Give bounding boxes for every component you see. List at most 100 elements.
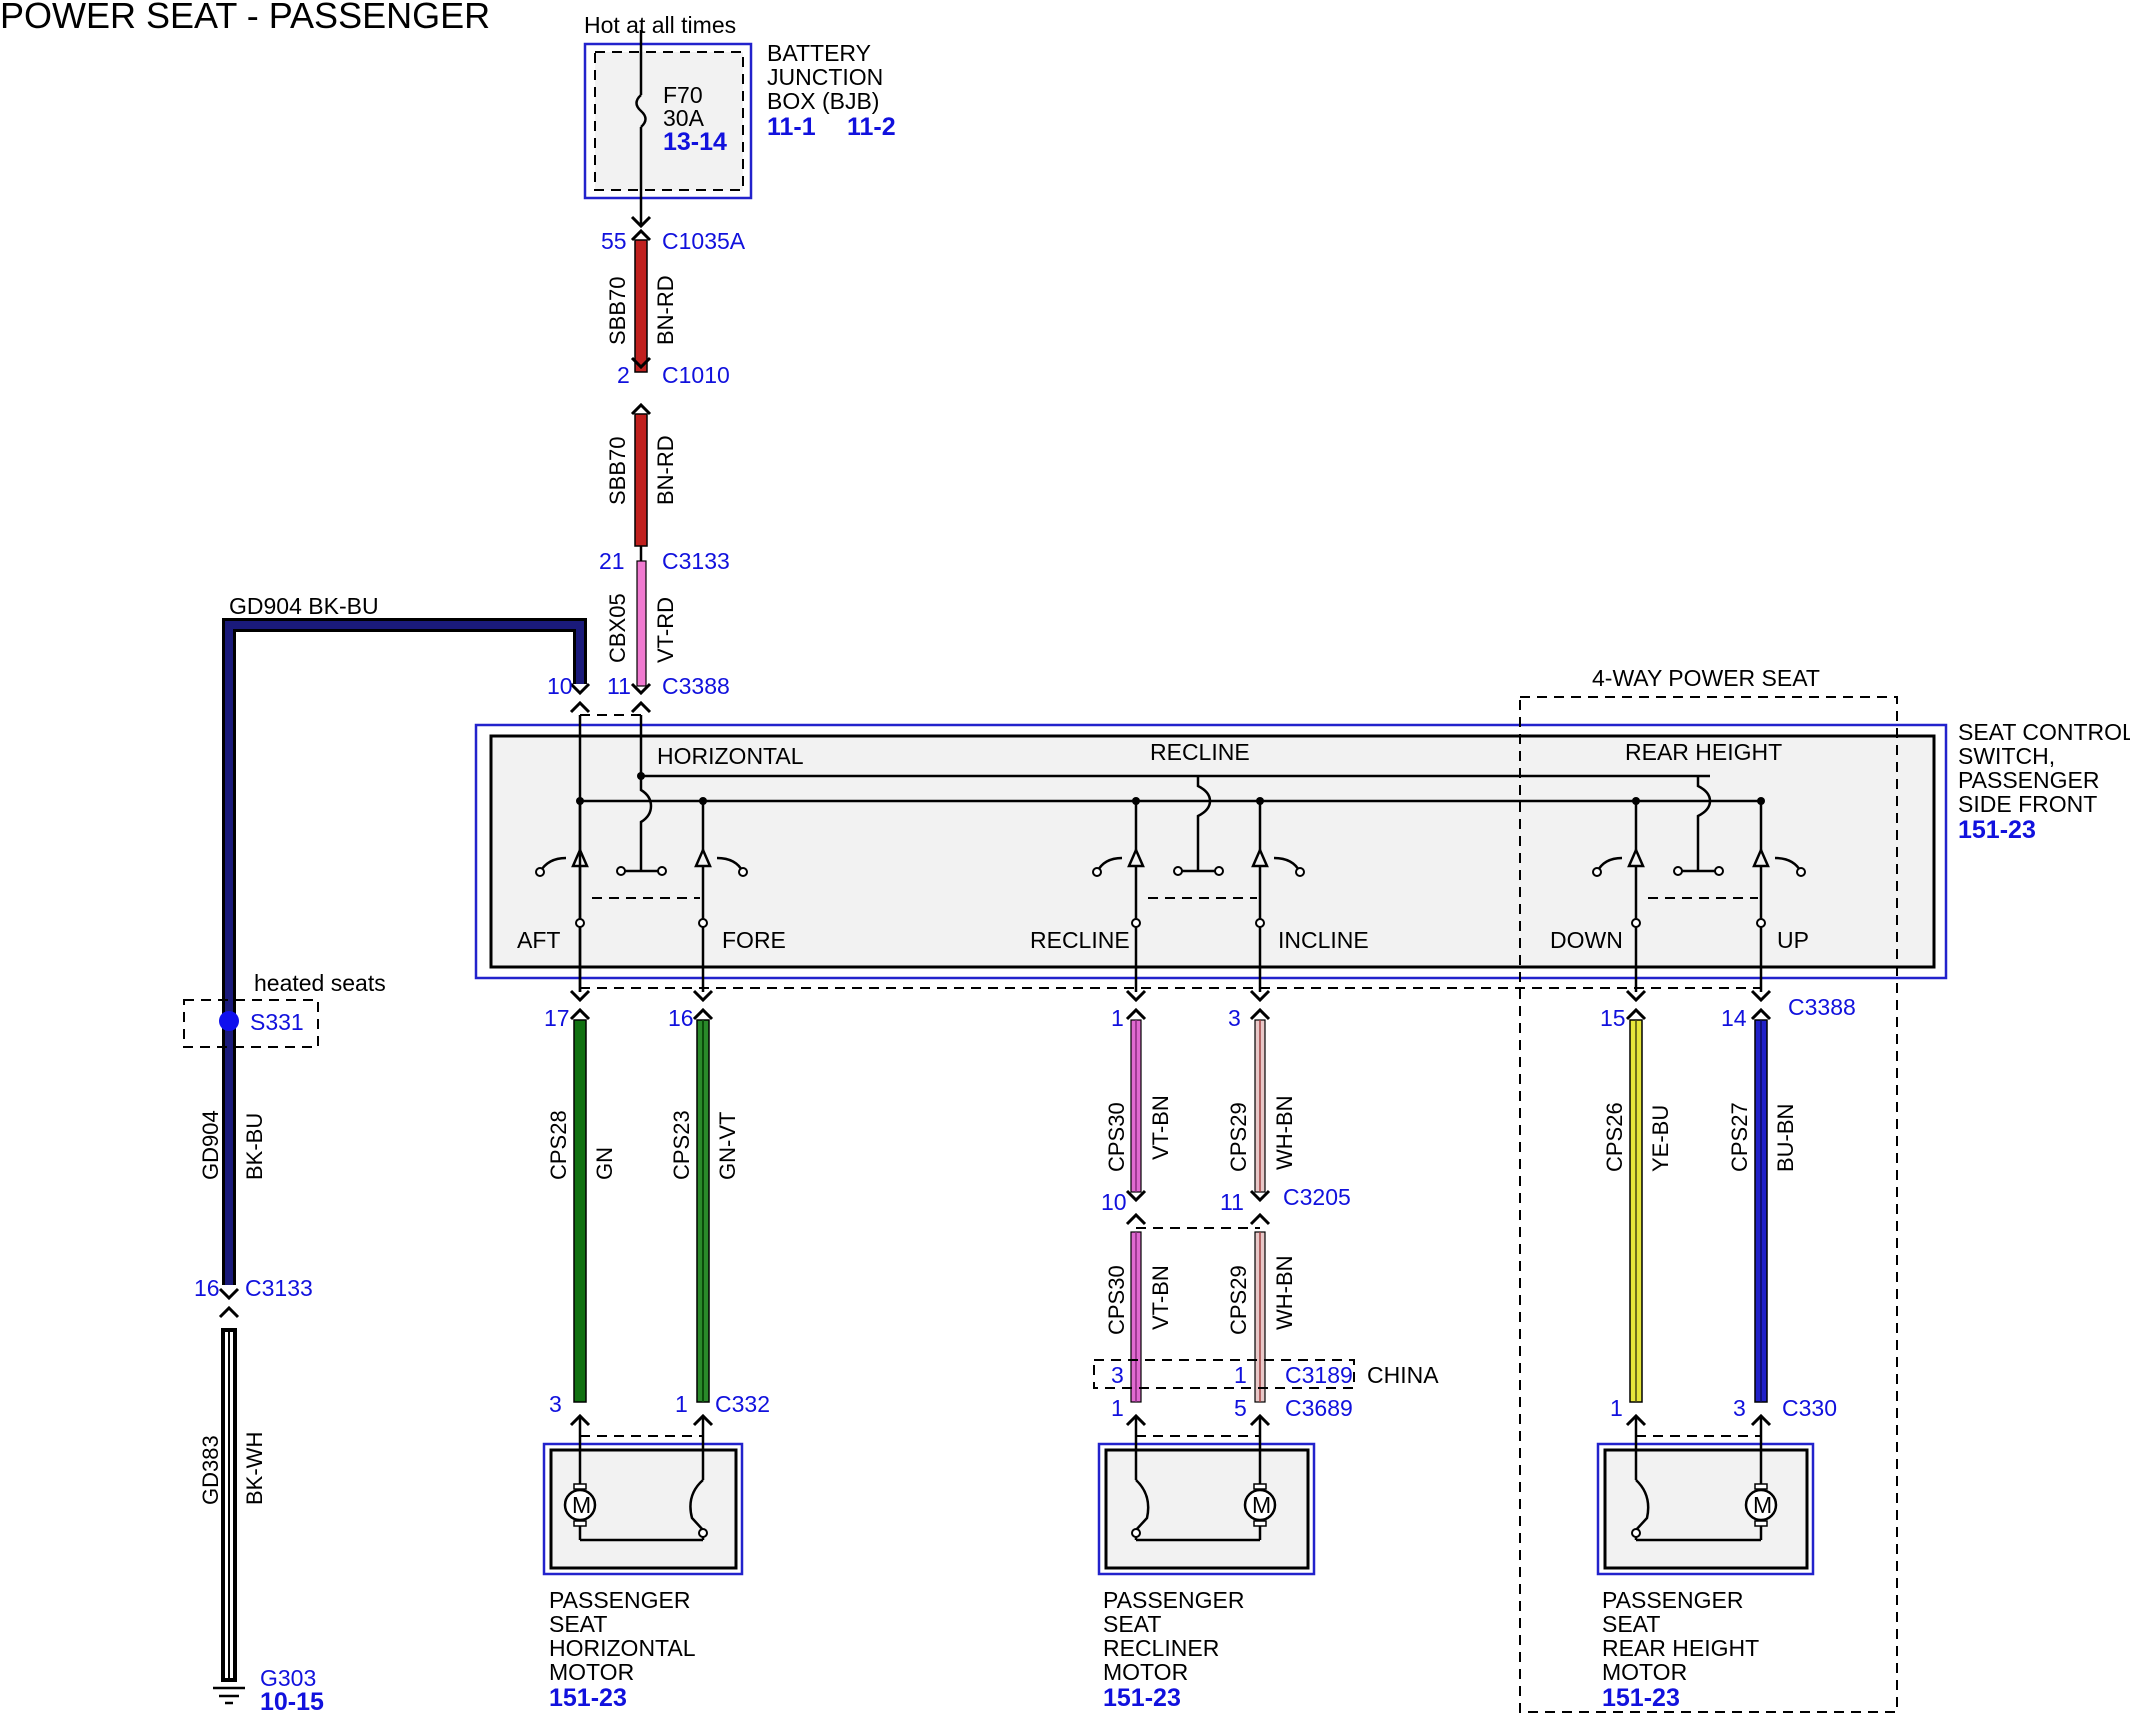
ground-name: G303: [260, 1665, 316, 1691]
horizontal-motor-outline: [542, 1442, 744, 1576]
c3689-name: C3689: [1285, 1395, 1353, 1421]
c1035a-name: C1035A: [662, 228, 746, 254]
wire-gd904-top-label: GD904 BK-BU: [229, 593, 379, 619]
wire-sbb70-a-color: BN-RD: [653, 275, 678, 345]
switch-up-label: UP: [1777, 927, 1809, 953]
wire-gd904-v-color: BK-BU: [242, 1113, 267, 1180]
c3205-pin10: 10: [1101, 1189, 1127, 1215]
wire-gd383-circuit: GD383: [198, 1435, 223, 1505]
recliner-motor-outline: [1097, 1442, 1316, 1576]
rear-height-motor-l3: REAR HEIGHT: [1602, 1635, 1759, 1661]
c1035a-pin: 55: [601, 228, 627, 254]
wire-cps26-color: YE-BU: [1648, 1105, 1673, 1172]
wire-gd904-v-circuit: GD904: [198, 1110, 223, 1180]
wire-cps30-b-color: VT-BN: [1148, 1265, 1173, 1330]
power-note: Hot at all times: [584, 12, 736, 38]
c3133-left-name: C3133: [245, 1275, 313, 1301]
c3205-name: C3205: [1283, 1184, 1351, 1210]
c3388-top-name: C3388: [662, 673, 730, 699]
horizontal-motor-ref: 151-23: [549, 1684, 627, 1712]
switch-label-4: SIDE FRONT: [1958, 791, 2097, 817]
horizontal-motor-l4: MOTOR: [549, 1659, 634, 1685]
wire-cps26-circuit: CPS26: [1602, 1102, 1627, 1172]
switch-label-1: SEAT CONTROL: [1958, 719, 2130, 745]
china-label: CHINA: [1367, 1362, 1439, 1388]
wire-sbb70-b-color: BN-RD: [653, 435, 678, 505]
four-way-region: [1519, 696, 1898, 1713]
wire-cps30-a-color: VT-BN: [1148, 1095, 1173, 1160]
wire-cps23-circuit: CPS23: [669, 1110, 694, 1180]
c330-name: C330: [1782, 1395, 1837, 1421]
switch-incline-label: INCLINE: [1278, 927, 1369, 953]
switch-rear-height-title: REAR HEIGHT: [1625, 739, 1782, 765]
c3205-pin11: 11: [1220, 1189, 1244, 1215]
c3189-region: [1093, 1359, 1355, 1389]
rear-height-motor-icon: [1744, 1488, 1778, 1522]
c332-name: C332: [715, 1391, 770, 1417]
wire-cbx05-circuit: CBX05: [605, 593, 630, 663]
rear-height-motor-l1: PASSENGER: [1602, 1587, 1743, 1613]
recliner-motor-icon: [1243, 1488, 1277, 1522]
bjb-inner: [594, 51, 744, 191]
c3189-name: C3189: [1285, 1362, 1353, 1388]
c3388-top-pin10: 10: [547, 673, 573, 699]
wire-sbb70-b-circuit: SBB70: [605, 437, 630, 506]
c3388-bottom-pin14: 14: [1721, 1005, 1747, 1031]
switch-aft-label: AFT: [517, 927, 560, 953]
switch-label-3: PASSENGER: [1958, 767, 2099, 793]
wire-cps30-b-circuit: CPS30: [1104, 1265, 1129, 1335]
wire-cps29-a-color: WH-BN: [1272, 1095, 1297, 1170]
rear-height-motor-outline: [1596, 1442, 1815, 1576]
rear-height-motor-symbol: M: [1753, 1492, 1772, 1518]
c3689-pin5: 5: [1234, 1395, 1247, 1421]
c3189-pin3: 3: [1111, 1362, 1124, 1388]
c3133-top-pin: 21: [599, 548, 625, 574]
c3388-bottom-pin1: 1: [1111, 1005, 1124, 1031]
wire-cbx05-color: VT-RD: [653, 597, 678, 663]
splice-s331-name: S331: [250, 1009, 304, 1035]
switch-down-label: DOWN: [1550, 927, 1623, 953]
recliner-motor-l4: MOTOR: [1103, 1659, 1188, 1685]
wire-cps30-a-circuit: CPS30: [1104, 1102, 1129, 1172]
page-title: POWER SEAT - PASSENGER: [0, 0, 490, 36]
c1010-pin: 2: [617, 362, 630, 388]
bjb-outline: [583, 42, 753, 200]
wire-cps28: [573, 1019, 587, 1403]
c1010-name: C1010: [662, 362, 730, 388]
c3388-bottom-pin16: 16: [668, 1005, 694, 1031]
wire-cps29-b-color: WH-BN: [1272, 1255, 1297, 1330]
c3189-pin1: 1: [1234, 1362, 1247, 1388]
recliner-motor-l3: RECLINER: [1103, 1635, 1219, 1661]
c3388-bottom-name: C3388: [1788, 994, 1856, 1020]
c3133-left-pin: 16: [194, 1275, 220, 1301]
wire-cps28-color: GN: [592, 1147, 617, 1180]
bjb-ref-1: 11-1: [767, 113, 816, 141]
bjb-label-2: JUNCTION: [767, 64, 883, 90]
c3388-bottom-pin3: 3: [1228, 1005, 1241, 1031]
c3388-top-pin11: 11: [607, 673, 631, 699]
wire-gd383-color: BK-WH: [242, 1432, 267, 1505]
recliner-motor-l1: PASSENGER: [1103, 1587, 1244, 1613]
switch-body: [489, 734, 1936, 969]
bjb-label-1: BATTERY: [767, 40, 871, 66]
fuse-ref: 13-14: [663, 128, 727, 156]
c3133-top-name: C3133: [662, 548, 730, 574]
wire-sbb70-a: [634, 239, 648, 373]
fuse-name: F70: [663, 82, 703, 108]
rear-height-motor-l4: MOTOR: [1602, 1659, 1687, 1685]
rear-height-motor-ref: 151-23: [1602, 1684, 1680, 1712]
switch-recline-label: RECLINE: [1030, 927, 1130, 953]
rear-height-motor-l2: SEAT: [1602, 1611, 1660, 1637]
ground-ref: 10-15: [260, 1688, 324, 1715]
fuse-icon: [635, 94, 647, 128]
horizontal-motor-symbol: M: [572, 1492, 591, 1518]
wire-cps28-circuit: CPS28: [546, 1110, 571, 1180]
wire-cps27-circuit: CPS27: [1727, 1102, 1752, 1172]
c332-pin3: 3: [549, 1391, 562, 1417]
c3689-pin1: 1: [1111, 1395, 1124, 1421]
recliner-motor-symbol: M: [1252, 1492, 1271, 1518]
wire-cbx05: [636, 560, 647, 687]
recliner-motor-l2: SEAT: [1103, 1611, 1161, 1637]
bjb-label-3: BOX (BJB): [767, 88, 879, 114]
switch-fore-label: FORE: [722, 927, 786, 953]
